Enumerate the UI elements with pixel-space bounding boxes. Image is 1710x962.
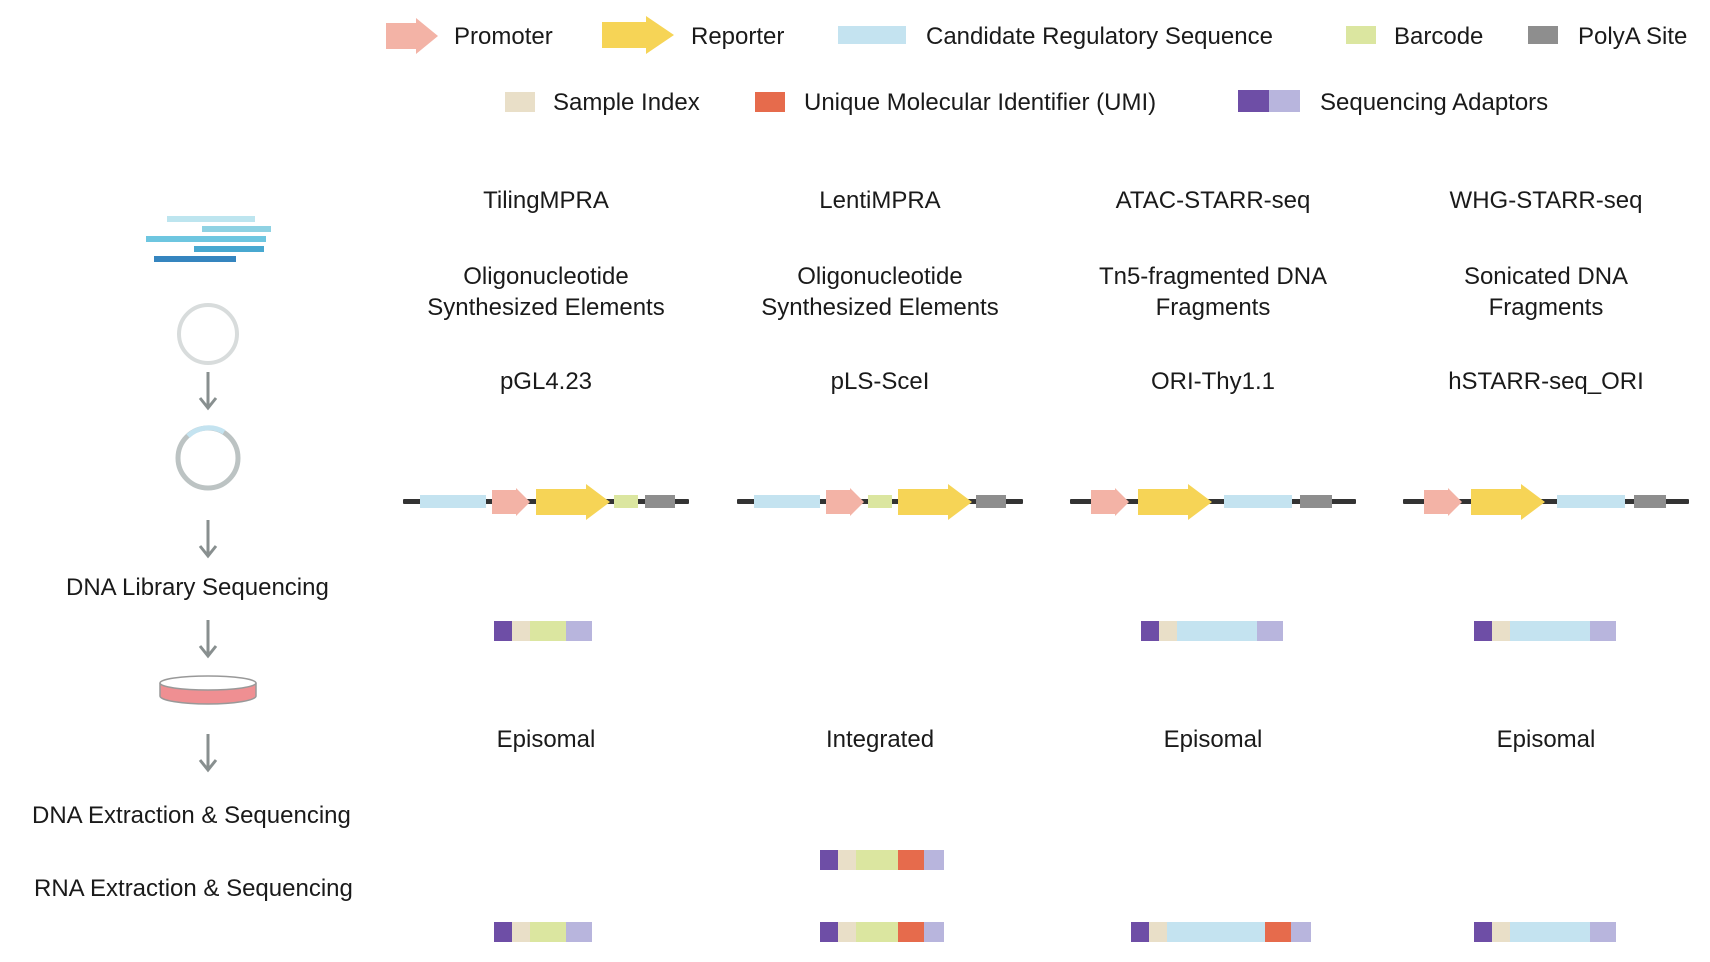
method-name: ATAC-STARR-seq xyxy=(1115,187,1311,214)
down-arrow-icon xyxy=(198,734,218,773)
library-source-line2: Synthesized Elements xyxy=(761,294,999,321)
legend-sample-index-label: Sample Index xyxy=(553,89,700,116)
dna-library-read xyxy=(494,621,592,641)
library-source: Oligonucleotide Synthesized Elements xyxy=(386,261,706,323)
down-arrow-icon xyxy=(198,372,218,411)
dna-library-read xyxy=(1474,621,1616,641)
step-rna-extraction: RNA Extraction & Sequencing xyxy=(34,875,353,902)
cell-culture-dish-icon xyxy=(159,675,257,705)
polya-legend-swatch xyxy=(1528,26,1558,44)
barcode-legend-swatch xyxy=(1346,26,1376,44)
polya-segment xyxy=(645,495,675,508)
sample-index-legend-swatch xyxy=(505,92,535,112)
reporter-arrow xyxy=(898,484,972,520)
promoter-arrow xyxy=(1091,488,1129,516)
rna-read xyxy=(1131,922,1311,942)
recombinant-plasmid-icon xyxy=(175,425,241,491)
polya-segment xyxy=(1300,495,1332,508)
rna-read xyxy=(820,922,944,942)
crs-segment xyxy=(754,495,820,508)
method-name: LentiMPRA xyxy=(819,187,941,214)
library-source: Sonicated DNA Fragments xyxy=(1386,261,1706,323)
library-source-line2: Fragments xyxy=(1488,294,1604,321)
promoter-arrow xyxy=(492,488,530,516)
step-dna-extraction: DNA Extraction & Sequencing xyxy=(32,802,351,829)
legend-adaptors-label: Sequencing Adaptors xyxy=(1320,89,1549,116)
reporter-arrow xyxy=(1471,484,1545,520)
backbone-line xyxy=(1070,499,1356,504)
barcode-segment xyxy=(868,495,892,508)
promoter-arrow xyxy=(1424,488,1462,516)
promoter-legend-swatch xyxy=(386,18,438,54)
library-source: Oligonucleotide Synthesized Elements xyxy=(720,261,1040,323)
crs-legend-swatch xyxy=(838,26,906,44)
polya-segment xyxy=(1634,495,1666,508)
library-source-line1: Sonicated DNA xyxy=(1463,263,1629,290)
backbone-line xyxy=(1403,499,1689,504)
dna-fragments-icon xyxy=(146,216,271,262)
method-name: WHG-STARR-seq xyxy=(1449,187,1643,214)
down-arrow-icon xyxy=(198,620,218,659)
barcode-segment xyxy=(614,495,638,508)
reporter-arrow xyxy=(536,484,610,520)
rna-read xyxy=(494,922,592,942)
dna-library-read xyxy=(1141,621,1283,641)
down-arrow-icon xyxy=(198,520,218,559)
vector-name: pGL4.23 xyxy=(499,368,593,395)
legend-promoter-label: Promoter xyxy=(454,23,553,50)
library-source-line1: Oligonucleotide xyxy=(797,263,963,290)
vector-name: pLS-SceI xyxy=(830,368,930,395)
adaptors-legend-swatch xyxy=(1238,90,1300,112)
empty-plasmid-icon xyxy=(177,303,239,365)
promoter-arrow xyxy=(826,488,864,516)
crs-segment xyxy=(1224,495,1292,508)
legend-crs-label: Candidate Regulatory Sequence xyxy=(926,23,1273,50)
legend-reporter-label: Reporter xyxy=(691,23,785,50)
rna-read xyxy=(1474,922,1616,942)
crs-segment xyxy=(1557,495,1625,508)
vector-name: ORI-Thy1.1 xyxy=(1150,368,1276,395)
integration-type: Episomal xyxy=(496,726,596,753)
step-dna-library-sequencing: DNA Library Sequencing xyxy=(66,574,329,601)
vector-name: hSTARR-seq_ORI xyxy=(1448,368,1644,395)
library-source-line1: Oligonucleotide xyxy=(463,263,629,290)
method-name: TilingMPRA xyxy=(483,187,609,214)
legend-polya-label: PolyA Site xyxy=(1578,23,1688,50)
umi-legend-swatch xyxy=(755,92,785,112)
library-source-line1: Tn5-fragmented DNA xyxy=(1098,263,1328,290)
library-source: Tn5-fragmented DNA Fragments xyxy=(1053,261,1373,323)
library-source-line2: Synthesized Elements xyxy=(427,294,665,321)
crs-segment xyxy=(420,495,486,508)
legend-umi-label: Unique Molecular Identifier (UMI) xyxy=(804,89,1157,116)
integration-type: Integrated xyxy=(825,726,935,753)
integration-type: Episomal xyxy=(1496,726,1596,753)
library-source-line2: Fragments xyxy=(1155,294,1271,321)
polya-segment xyxy=(976,495,1006,508)
reporter-legend-swatch xyxy=(602,16,674,54)
dna-read xyxy=(820,850,944,870)
legend-barcode-label: Barcode xyxy=(1394,23,1484,50)
reporter-arrow xyxy=(1138,484,1212,520)
integration-type: Episomal xyxy=(1163,726,1263,753)
